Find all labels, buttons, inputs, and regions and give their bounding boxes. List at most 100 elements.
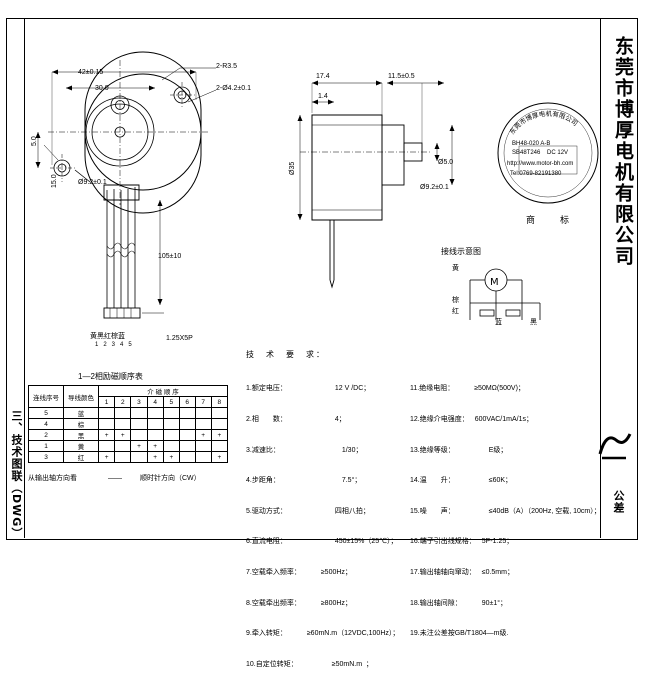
spec-value: ≥500Hz； — [320, 569, 352, 577]
spec-value: 4； — [334, 416, 346, 424]
dim-wire-length: 105±10 — [158, 253, 182, 260]
spec-value: 450±15%（25℃）； — [334, 538, 398, 546]
th-line-no: 连线序号 — [28, 385, 64, 408]
dim-r35: 2-R3.5 — [216, 63, 238, 70]
spec-num: 16. — [410, 538, 420, 546]
spec-value: E级； — [488, 446, 508, 454]
table-row: 2 黑 + + + + — [28, 429, 229, 441]
spec-num: 14. — [410, 477, 420, 485]
spec-label: 直流电阻： — [251, 538, 287, 546]
stamp-tel: Tel:0769-82191380 — [510, 171, 562, 177]
phase-sequence-table: 连线序号 导线颜色 介 磁 顺 序 1 2 3 4 5 6 7 8 5 蓝 — [28, 385, 229, 463]
cell-seq — [210, 440, 229, 452]
sheet-frame — [6, 18, 638, 540]
dim-shaft-92: Ø9.2±0.1 — [78, 179, 107, 186]
dim-d35: Ø35 — [289, 161, 296, 175]
spec-num: 12. — [410, 416, 420, 424]
cell-color: 红 — [63, 451, 99, 463]
wire-color-brown: 棕 — [452, 297, 459, 304]
spec-label: 温 升： — [419, 477, 455, 485]
table-row: 5 蓝 — [28, 407, 229, 419]
spec-value: 四相八拍； — [334, 507, 370, 515]
cell-seq — [194, 440, 212, 452]
spec-label: 噪 声： — [419, 507, 455, 515]
company-name-vertical: 东莞市博厚电机有限公司 — [612, 36, 634, 267]
right-column-divider — [600, 18, 601, 538]
wire-color-yellow: 黄 — [452, 265, 459, 272]
spec-value: ≥60mN.m（12VDC,100Hz）； — [306, 630, 400, 638]
cell-seq: + — [114, 429, 132, 441]
cell-seq: + — [210, 451, 229, 463]
cell-seq: + — [146, 440, 164, 452]
cell-seq — [97, 407, 116, 419]
dim-15: 15.0 — [51, 174, 58, 188]
th-wire-color: 导线颜色 — [63, 385, 99, 408]
spec-value: ≤0.5mm； — [481, 569, 514, 577]
table-row: 1 黄 + + — [28, 440, 229, 452]
cell-seq — [178, 451, 196, 463]
wire-color-black: 黑 — [530, 319, 537, 326]
cell-seq — [146, 418, 164, 430]
spec-value: 7.5°； — [341, 477, 362, 485]
company-stamp-circle: 东莞市博厚电机有限公司 — [497, 102, 599, 204]
dim-hole-42: 2-Ø4.2±0.1 — [216, 85, 251, 92]
cell-color: 黑 — [63, 429, 99, 441]
spec-value: 600VAC/1mA/1s； — [474, 416, 533, 424]
stamp-spec: SB48T246 DC 12V — [512, 150, 569, 156]
cell-seq — [146, 407, 164, 419]
wire-color-blue: 蓝 — [495, 319, 502, 326]
cell-seq — [178, 429, 196, 441]
spec-item: 19.未注公差按GB/T1804—m级. — [410, 629, 601, 639]
motor-side-view-drawing — [297, 80, 455, 289]
cell-seq — [114, 407, 132, 419]
th-step-7: 7 — [194, 396, 212, 408]
cell-seq — [130, 407, 148, 419]
spec-num: 1. — [246, 385, 252, 393]
spec-label: 驱动方式： — [251, 507, 287, 515]
wiring-diagram-label: 接线示意图 — [441, 247, 481, 256]
spec-item: 1.额定电压：12 V /DC； — [246, 384, 399, 394]
spec-value: 12 V /DC； — [334, 385, 371, 393]
table-footer-mid: —— — [108, 475, 122, 482]
left-bottom-label: 公差 — [612, 490, 625, 514]
spec-num: 3. — [246, 446, 252, 454]
table-header-row: 连线序号 导线颜色 介 磁 顺 序 — [28, 385, 228, 408]
cell-seq: + — [162, 451, 180, 463]
th-sequence: 介 磁 顺 序 — [98, 385, 228, 397]
wire-number-label: 12345 — [95, 342, 137, 348]
cell-seq — [130, 418, 148, 430]
cell-seq — [210, 418, 229, 430]
spec-item: 4.步距角：7.5°； — [246, 476, 399, 486]
spec-label: 未注公差按GB/T1804—m级. — [419, 630, 509, 638]
cell-no: 2 — [28, 429, 64, 441]
th-step-4: 4 — [146, 396, 164, 408]
spec-item: 10.自定位转矩：≥50mN.m ； — [246, 660, 399, 670]
brand-logo-icon — [598, 433, 632, 460]
spec-item: 3.减速比：1/30； — [246, 446, 399, 456]
spec-num: 19. — [410, 630, 420, 638]
spec-item: 6.直流电阻： 450±15%（25℃）； — [246, 537, 399, 547]
spec-label: 绝缘电阻： — [419, 385, 455, 393]
cell-seq — [178, 407, 196, 419]
cell-seq — [210, 407, 229, 419]
cell-seq — [97, 440, 116, 452]
dim-42: 42±0.15 — [78, 69, 104, 76]
spec-item: 7.空载牵入频率：≥500Hz； — [246, 568, 399, 578]
spec-num: 6. — [246, 538, 252, 546]
cell-seq — [194, 418, 212, 430]
th-step-2: 2 — [114, 396, 132, 408]
spec-num: 11. — [410, 385, 420, 393]
cell-seq — [114, 451, 132, 463]
table-footer-left: 从输出轴方向看 — [28, 475, 77, 482]
cell-seq — [130, 451, 148, 463]
spec-item: 17.输出轴轴向窜动：≤0.5mm； — [410, 568, 601, 578]
spec-num: 13. — [410, 446, 420, 454]
spec-value: ≥50MΩ(500V)； — [474, 385, 525, 393]
left-column-divider — [24, 18, 25, 538]
wire-color-label: 黄黑红棕蓝 — [90, 333, 125, 340]
cell-color: 蓝 — [63, 407, 99, 419]
connector-label: 1.25X5P — [166, 335, 193, 342]
spec-label: 绝缘介电强度： — [419, 416, 469, 424]
spec-num: 5. — [246, 507, 252, 515]
cell-no: 5 — [28, 407, 64, 419]
